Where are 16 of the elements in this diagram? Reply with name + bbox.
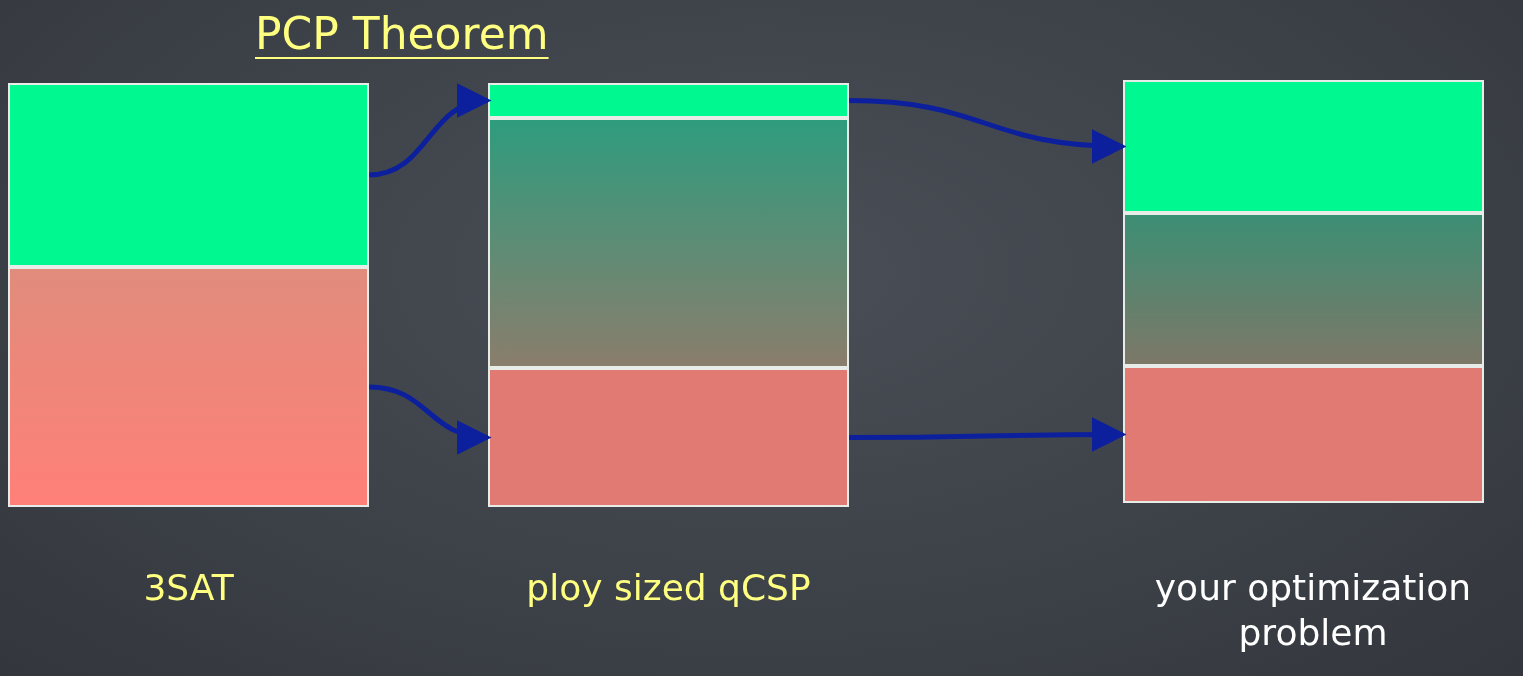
column-caption: 3SAT [142,566,235,610]
arrow [848,98,1127,164]
block-box [488,83,849,118]
arrow [368,384,492,453]
block-box [1123,213,1484,366]
block-box [488,368,849,507]
column-caption: ploy sized qCSP [525,566,812,610]
block-box [488,118,849,368]
arrow [368,86,492,178]
block-box [1123,80,1484,213]
block-box [8,267,369,507]
arrow [849,417,1127,453]
slide-title: PCP Theorem [255,8,549,59]
block-box [8,83,369,267]
block-box [1123,366,1484,503]
column-caption: your optimization problem [1153,566,1473,655]
